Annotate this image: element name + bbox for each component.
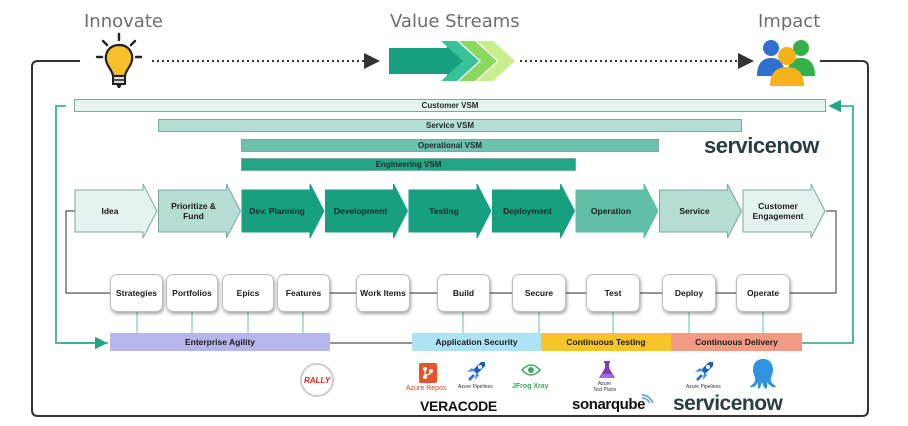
azure-pipelines-label-2: Azure Pipelines xyxy=(686,384,721,390)
servicenow-logo-bottom: servicenow xyxy=(673,392,783,415)
veracode-logo: VERACODE xyxy=(420,398,497,414)
stage-label-7: Service xyxy=(679,206,710,216)
stage-arrow-6 xyxy=(575,183,659,239)
stage-arrow-4 xyxy=(408,183,492,239)
impact-title: Impact xyxy=(758,11,821,32)
stage-label-4: Testing xyxy=(429,206,459,216)
stage-arrow-7 xyxy=(659,183,743,239)
activity-bracket xyxy=(65,210,110,294)
value-stream-chevrons-icon xyxy=(389,41,515,81)
octopus-icon xyxy=(750,359,776,389)
stage-label-0: Idea xyxy=(101,206,119,216)
stage-arrow-3 xyxy=(325,183,409,239)
activity-strategies: Strategies xyxy=(110,274,163,312)
activity-features: Features xyxy=(277,274,330,312)
activity-build: Build xyxy=(437,274,490,312)
stage-arrow-2 xyxy=(241,183,325,239)
vsm-bar-engineering: Engineering VSM xyxy=(241,158,576,171)
stage-label-5: Deployment xyxy=(503,206,552,216)
innovate-title: Innovate xyxy=(84,11,163,32)
azure-pipelines-label: Azure Pipelines xyxy=(458,384,493,390)
stage-label-2: Dev. Planning xyxy=(249,206,305,216)
azure-pipelines-icon xyxy=(467,362,485,381)
azure-repos-icon xyxy=(419,363,437,383)
rally-logo: RALLY xyxy=(300,363,334,397)
servicenow-logo-top: servicenow xyxy=(704,133,819,158)
category-application-security: Application Security xyxy=(412,333,541,351)
stage-arrow-0 xyxy=(74,183,158,239)
stage-label-3: Development xyxy=(333,206,388,216)
activity-secure: Secure xyxy=(512,274,566,312)
stage-label-1: Prioritize & Fund xyxy=(171,201,216,221)
activity-portfolios: Portfolios xyxy=(166,274,218,312)
stage-label-6: Operation xyxy=(590,206,632,216)
sonarqube-logo: sonarqube xyxy=(572,396,646,413)
stage-arrow-8 xyxy=(742,183,826,239)
outer-frame xyxy=(31,60,869,417)
rally-logo-text: RALLY xyxy=(303,375,331,385)
activity-test: Test xyxy=(586,274,640,312)
stage-arrow-1 xyxy=(158,183,242,239)
people-icon xyxy=(757,40,815,86)
activity-work-items: Work Items xyxy=(356,274,410,312)
azure-repos-label: Azure Repos xyxy=(406,385,447,392)
value-streams-title: Value Streams xyxy=(390,11,520,32)
category-continuous-testing: Continuous Testing xyxy=(541,333,671,351)
category-continuous-delivery: Continuous Delivery xyxy=(671,333,802,351)
jfrog-xray-icon xyxy=(521,364,541,376)
activity-epics: Epics xyxy=(222,274,274,312)
vsm-bar-operational: Operational VSM xyxy=(241,139,659,152)
activity-deploy: Deploy xyxy=(662,274,716,312)
azure-test-plans-icon xyxy=(599,361,615,378)
activity-operate: Operate xyxy=(736,274,790,312)
vsm-bar-customer: Customer VSM xyxy=(74,99,826,112)
vsm-bar-service: Service VSM xyxy=(158,119,742,132)
sonarqube-wave-icon xyxy=(641,394,654,404)
category-enterprise-agility: Enterprise Agility xyxy=(110,333,330,351)
jfrog-xray-label: JFrog Xray xyxy=(512,383,549,390)
stage-arrow-5 xyxy=(492,183,576,239)
stage-label-8: Customer Engagement xyxy=(752,201,804,221)
azure-test-plans-label: Azure Test Plans xyxy=(593,381,617,393)
azure-pipelines-icon-2 xyxy=(695,362,713,381)
lightbulb-icon xyxy=(95,32,143,88)
